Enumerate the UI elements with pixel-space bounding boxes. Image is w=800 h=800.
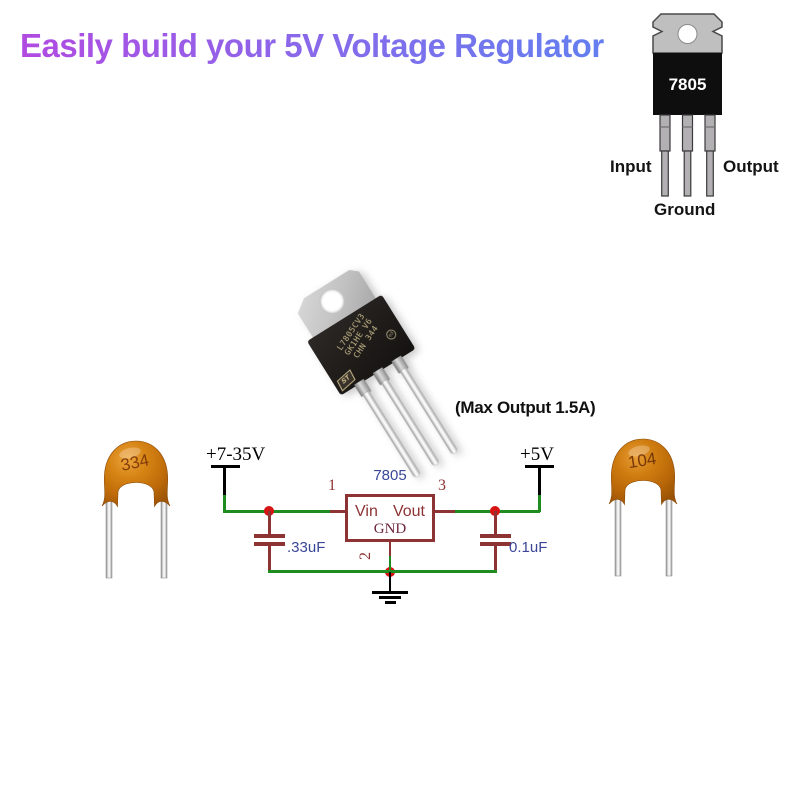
to220-legs: [659, 114, 716, 197]
input-terminal-bar: [211, 465, 240, 468]
cap-left-body: [101, 440, 171, 508]
wire-input-vertical: [223, 495, 226, 512]
gnd-stub-black: [388, 572, 391, 592]
regulator-photo: L7805CV3 GK1HE V6 CHN 344 ST e3: [287, 262, 476, 491]
to220-mounting-hole: [677, 24, 698, 44]
cap-left-lead-top: [268, 511, 271, 535]
ground-symbol-line1: [372, 591, 408, 594]
to220-part-number: 7805: [669, 75, 707, 94]
cap-left-plate-bottom: [254, 542, 285, 546]
cap-right-leg: [665, 495, 673, 577]
ic-gnd-label: GND: [373, 521, 407, 537]
input-voltage-label: +7-35V: [206, 444, 266, 465]
pin1-number: 1: [328, 477, 336, 494]
to220-pinout-graphic: 7805: [652, 13, 723, 197]
wire-bottom-rail: [268, 570, 497, 573]
pin1-stub: [330, 510, 345, 513]
cap-right-leg: [614, 495, 622, 577]
photo-leg: [381, 379, 440, 467]
gnd-stub-green: [388, 556, 391, 572]
pin3-stub: [435, 510, 455, 513]
cap-right-plate-top: [480, 534, 511, 538]
photo-leg: [400, 367, 459, 455]
ceramic-capacitor-left: 334: [101, 440, 171, 579]
cap-right-marking: 104: [627, 449, 658, 472]
to220-body: [653, 53, 722, 115]
cap-left-value: .33uF: [287, 539, 326, 556]
ic-reference-label: 7805: [373, 467, 407, 484]
max-output-note: (Max Output 1.5A): [455, 398, 596, 417]
cap-left-highlight: [119, 447, 141, 459]
ground-symbol-line3: [385, 601, 396, 604]
e3-mark: e3: [384, 327, 399, 342]
ic-vout-label: Vout: [392, 503, 425, 520]
wire-input-horizontal: [223, 510, 332, 513]
cap-left-leg: [160, 497, 168, 579]
cap-right-highlight: [628, 445, 650, 457]
pin3-number: 3: [438, 477, 446, 494]
ic-7805-box: Vin Vout GND: [345, 494, 435, 542]
output-terminal-stub: [538, 465, 541, 497]
wire-output-vertical: [538, 495, 541, 512]
gnd-stub-red: [388, 542, 391, 558]
input-terminal-stub: [223, 465, 226, 497]
cap-right-value: 0.1uF: [509, 539, 548, 556]
cap-left-lead-bottom: [268, 545, 271, 572]
cap-left-leg: [105, 497, 113, 579]
cap-right-plate-bottom: [480, 542, 511, 546]
pin-label-ground: Ground: [654, 200, 716, 219]
photo-leg: [362, 391, 421, 478]
cap-right-body: [608, 438, 678, 506]
pin-label-input: Input: [610, 157, 652, 176]
ceramic-capacitor-right: 104: [608, 438, 678, 577]
pin-label-output: Output: [723, 157, 779, 176]
cap-right-lead-top: [494, 511, 497, 535]
pin2-number: 2: [357, 552, 374, 560]
st-logo: ST: [336, 369, 356, 392]
cap-left-plate-top: [254, 534, 285, 538]
page-title: Easily build your 5V Voltage Regulator: [20, 27, 604, 64]
cap-right-lead-bottom: [494, 545, 497, 572]
ground-symbol-line2: [379, 596, 401, 599]
output-voltage-label: +5V: [520, 444, 554, 465]
ic-vin-label: Vin: [355, 503, 378, 520]
